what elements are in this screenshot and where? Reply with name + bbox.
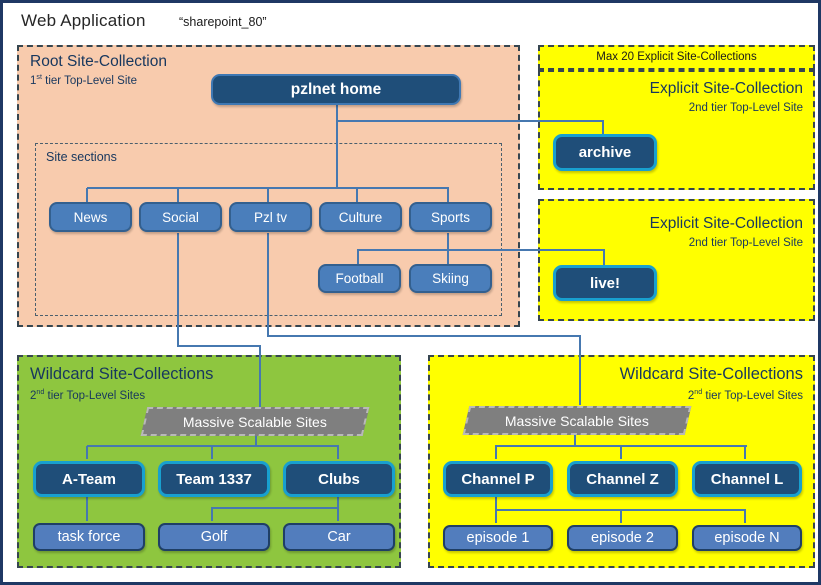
section-news[interactable]: News (49, 202, 132, 232)
connector-stub-a-team (86, 446, 88, 459)
wildcard-title: Wildcard Site-Collections (619, 365, 803, 383)
site-task-force[interactable]: task force (33, 523, 145, 551)
site-team-1337[interactable]: Team 1337 (158, 461, 270, 497)
connector-stub-news (86, 188, 88, 203)
connector-social-drop (259, 345, 261, 407)
connector-stub-social (177, 188, 179, 203)
site-archive[interactable]: archive (553, 134, 657, 171)
wildcard-tier: 2nd tier Top-Level Sites (687, 388, 803, 402)
root-collection-title: Root Site-Collection (30, 53, 167, 70)
section-social[interactable]: Social (139, 202, 222, 232)
connector-stub-team-1337 (211, 446, 213, 459)
page-title: Web Application (21, 11, 146, 30)
explicit-collection-tier: 2nd tier Top-Level Site (688, 102, 803, 114)
site-episode-n[interactable]: episode N (692, 525, 802, 551)
connector-football-live-branch (357, 249, 605, 251)
connector-pzltv-jog (267, 335, 581, 337)
explicit-collection-box-1: Explicit Site-Collection 2nd tier Top-Le… (538, 70, 815, 190)
explicit-collection-title: Explicit Site-Collection (649, 80, 803, 97)
root-collection-tier: 1st tier Top-Level Site (30, 73, 137, 87)
connector-stub-culture (356, 188, 358, 203)
site-a-team[interactable]: A-Team (33, 461, 145, 497)
connector-pzltv-down (267, 233, 269, 337)
section-sports[interactable]: Sports (409, 202, 492, 232)
site-sections-box: Site sections News Social Pzl tv Culture… (35, 143, 502, 316)
wildcard-tier: 2nd tier Top-Level Sites (30, 388, 146, 402)
connector-football-v (357, 249, 359, 265)
max-explicit-strip: Max 20 Explicit Site-Collections (538, 45, 815, 70)
connector-golf-stub (211, 507, 213, 521)
connector-green-lower-branch (211, 507, 339, 509)
connector-stub-pzl-tv (267, 188, 269, 203)
connector-yellow-banner-stub (574, 433, 576, 446)
connector-social-down (177, 233, 179, 347)
connector-pzltv-drop (579, 335, 581, 405)
connector-social-jog (177, 345, 261, 347)
site-live[interactable]: live! (553, 265, 657, 301)
site-clubs[interactable]: Clubs (283, 461, 395, 497)
site-channel-l[interactable]: Channel L (692, 461, 802, 497)
connector-green-branch (87, 445, 339, 447)
site-golf[interactable]: Golf (158, 523, 270, 551)
explicit-collection-title: Explicit Site-Collection (649, 215, 803, 232)
site-episode-1[interactable]: episode 1 (443, 525, 553, 551)
connector-live-v (603, 249, 605, 265)
connector-episode-n-stub (744, 509, 746, 523)
connector-home-down (336, 105, 338, 188)
application-name: “sharepoint_80” (179, 15, 267, 29)
connector-green-banner-stub (255, 434, 257, 446)
wildcard-collections-right-box: Wildcard Site-Collections 2nd tier Top-L… (428, 355, 815, 568)
massive-scalable-sites-banner: Massive Scalable Sites (140, 407, 370, 436)
site-pzlnet-home[interactable]: pzlnet home (211, 74, 461, 105)
explicit-collection-box-2: Explicit Site-Collection 2nd tier Top-Le… (538, 199, 815, 321)
site-episode-2[interactable]: episode 2 (567, 525, 678, 551)
section-skiing[interactable]: Skiing (409, 264, 492, 293)
massive-scalable-sites-banner: Massive Scalable Sites (462, 406, 692, 435)
site-channel-z[interactable]: Channel Z (567, 461, 678, 497)
explicit-collection-tier: 2nd tier Top-Level Site (688, 237, 803, 249)
section-culture[interactable]: Culture (319, 202, 402, 232)
connector-stub-sports (447, 188, 449, 203)
connector-a-team-down (86, 495, 88, 521)
section-pzl-tv[interactable]: Pzl tv (229, 202, 312, 232)
connector-episode-2-stub (620, 509, 622, 523)
wildcard-collections-left-box: Wildcard Site-Collections 2nd tier Top-L… (17, 355, 401, 568)
wildcard-title: Wildcard Site-Collections (30, 365, 214, 383)
connector-archive-v (602, 120, 604, 134)
connector-stub-clubs (337, 446, 339, 459)
site-channel-p[interactable]: Channel P (443, 461, 553, 497)
connector-home-to-archive-h (336, 120, 604, 122)
section-football[interactable]: Football (318, 264, 401, 293)
connector-stub-channel-z (620, 446, 622, 459)
max-explicit-label: Max 20 Explicit Site-Collections (596, 51, 757, 63)
connector-stub-channel-p (495, 446, 497, 459)
site-sections-label: Site sections (46, 150, 117, 164)
connector-stub-channel-l (744, 446, 746, 459)
site-car[interactable]: Car (283, 523, 395, 551)
